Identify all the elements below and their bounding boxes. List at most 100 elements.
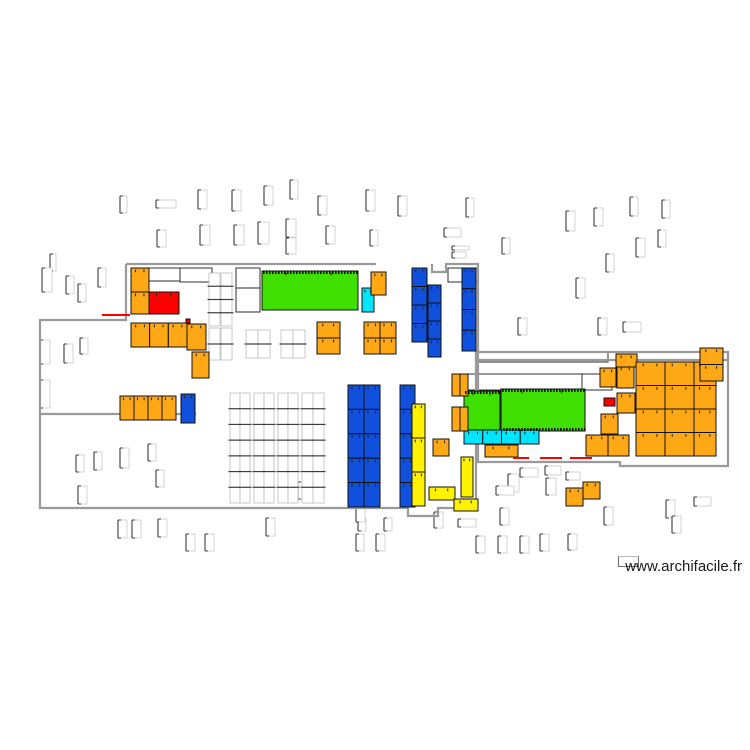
zone-cell[interactable]	[461, 329, 477, 352]
orange-grid-main[interactable]	[635, 361, 695, 457]
orange-row[interactable]	[130, 322, 188, 348]
zone-cell[interactable]	[519, 429, 540, 445]
zone-cell[interactable]	[463, 429, 484, 445]
zone-cell[interactable]	[616, 392, 636, 414]
zone-cell[interactable]	[149, 322, 169, 348]
blue-col-1[interactable]	[411, 267, 428, 343]
orange-bottom-b[interactable]	[582, 481, 601, 500]
orange-r4[interactable]	[616, 392, 636, 414]
zone-cell[interactable]	[411, 267, 428, 287]
zone-cell[interactable]	[699, 364, 724, 382]
zone-cell[interactable]	[363, 482, 381, 508]
zone-cell[interactable]	[161, 395, 177, 421]
zone-cell[interactable]	[484, 444, 519, 458]
blue-col-3[interactable]	[461, 267, 477, 352]
zone-cell[interactable]	[664, 408, 695, 433]
zone-cell[interactable]	[451, 373, 461, 397]
zone-cell[interactable]	[459, 373, 469, 397]
zone-cell[interactable]	[379, 321, 397, 339]
orange-far-right[interactable]	[699, 347, 724, 382]
zone-cell[interactable]	[261, 270, 359, 311]
orange-row-lower[interactable]	[119, 395, 177, 421]
zone-cell[interactable]	[699, 347, 724, 365]
zone-cell[interactable]	[379, 337, 397, 355]
zone-cell[interactable]	[460, 456, 474, 498]
zone-cell[interactable]	[428, 486, 456, 501]
zone-cell[interactable]	[363, 337, 381, 355]
zone-cell[interactable]	[411, 323, 428, 343]
zone-cell[interactable]	[411, 304, 428, 324]
zone-cell[interactable]	[600, 413, 619, 435]
orange-r7[interactable]	[607, 434, 630, 457]
zone-cell[interactable]	[585, 434, 609, 457]
zone-cell[interactable]	[427, 338, 442, 358]
green-right-a[interactable]	[463, 390, 501, 432]
orange-block[interactable]	[130, 267, 150, 293]
zone-cell[interactable]	[427, 302, 442, 322]
zone-cell[interactable]	[119, 395, 135, 421]
green-right-b[interactable]	[500, 388, 586, 432]
blue-col-4[interactable]	[347, 384, 381, 508]
orange-left-of-green-2[interactable]	[451, 406, 469, 432]
zone-cell[interactable]	[461, 288, 477, 310]
orange-r1[interactable]	[599, 367, 617, 388]
zone-cell[interactable]	[363, 433, 381, 459]
yellow-col[interactable]	[411, 403, 426, 507]
zone-cell[interactable]	[603, 397, 616, 407]
zone-cell[interactable]	[500, 388, 586, 432]
zone-cell[interactable]	[461, 267, 477, 290]
red-dot[interactable]	[185, 318, 191, 324]
zone-cell[interactable]	[130, 322, 151, 348]
zone-cell[interactable]	[635, 385, 666, 410]
orange-r2[interactable]	[616, 365, 635, 389]
orange-r6[interactable]	[585, 434, 609, 457]
zone-cell[interactable]	[370, 271, 387, 296]
zone-cell[interactable]	[664, 385, 695, 410]
zone-cell[interactable]	[693, 408, 717, 433]
orange-block[interactable]	[191, 351, 210, 379]
zone-cell[interactable]	[363, 457, 381, 484]
blue-col-2[interactable]	[427, 284, 442, 358]
orange-pair-mid[interactable]	[316, 321, 341, 355]
zone-cell[interactable]	[363, 321, 381, 339]
orange-block[interactable]	[432, 438, 450, 457]
zone-cell[interactable]	[147, 395, 163, 421]
zone-cell[interactable]	[130, 291, 150, 315]
zone-cell[interactable]	[461, 309, 477, 331]
zone-cell[interactable]	[411, 471, 426, 507]
zone-cell[interactable]	[599, 367, 617, 388]
zone-cell[interactable]	[451, 406, 461, 432]
zone-cell[interactable]	[133, 395, 149, 421]
zone-cell[interactable]	[347, 433, 365, 459]
cyan-right-row[interactable]	[463, 429, 540, 445]
zone-cell[interactable]	[427, 320, 442, 340]
orange-below-green[interactable]	[484, 444, 519, 458]
red-small-right[interactable]	[603, 397, 616, 407]
zone-cell[interactable]	[180, 393, 196, 424]
zone-cell[interactable]	[664, 432, 695, 457]
zone-cell[interactable]	[316, 337, 341, 355]
zone-cell[interactable]	[459, 406, 469, 432]
orange-quad-mid[interactable]	[363, 321, 397, 355]
zone-cell[interactable]	[347, 384, 365, 410]
orange-upper-right[interactable]	[370, 271, 387, 296]
yellow-block[interactable]	[460, 456, 474, 498]
blue-col-5[interactable]	[399, 384, 416, 508]
zone-cell[interactable]	[482, 429, 502, 445]
zone-cell[interactable]	[148, 291, 180, 315]
zone-cell[interactable]	[363, 384, 381, 410]
zone-cell[interactable]	[453, 498, 479, 512]
zone-cell[interactable]	[432, 438, 450, 457]
zone-cell[interactable]	[635, 408, 666, 433]
green-main-upper[interactable]	[261, 270, 359, 311]
zone-cell[interactable]	[565, 487, 584, 507]
zone-cell[interactable]	[411, 286, 428, 306]
orange-block[interactable]	[130, 291, 150, 315]
zone-cell[interactable]	[411, 437, 426, 473]
zone-cell[interactable]	[347, 408, 365, 435]
zone-cell[interactable]	[693, 432, 717, 457]
zone-cell[interactable]	[347, 457, 365, 484]
zone-cell[interactable]	[463, 390, 501, 432]
zone-cell[interactable]	[191, 351, 210, 379]
zone-cell[interactable]	[635, 432, 666, 457]
